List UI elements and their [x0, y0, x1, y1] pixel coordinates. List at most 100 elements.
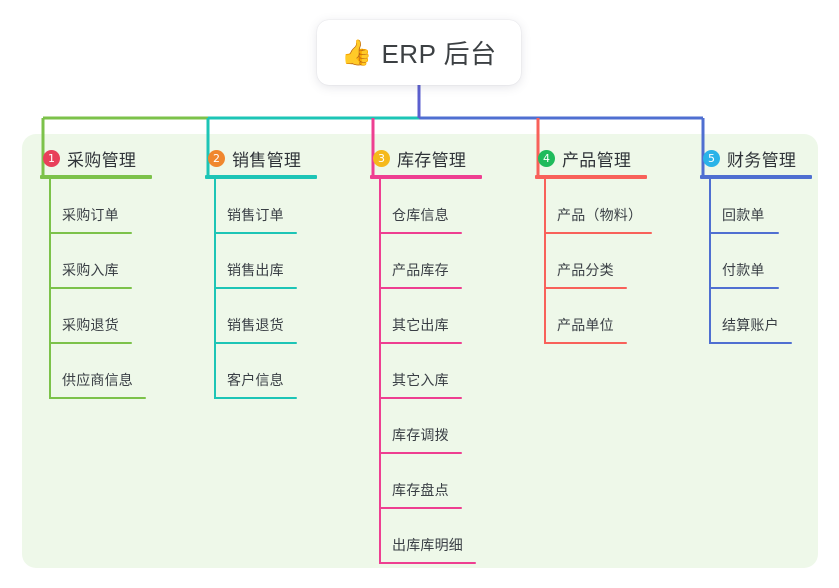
- branch-item-rule: [379, 342, 462, 344]
- branch-item-rule: [214, 232, 297, 234]
- branch-item-label: 采购退货: [62, 317, 119, 333]
- diagram-panel: [22, 134, 818, 568]
- branch-item-label: 销售出库: [227, 262, 284, 278]
- branch-item[interactable]: 结算账户: [700, 289, 812, 344]
- branch-header-1[interactable]: 1 采购管理: [40, 146, 152, 170]
- branch-column-1: 1 采购管理采购订单采购入库采购退货供应商信息: [40, 146, 152, 399]
- branch-item-rule: [214, 342, 297, 344]
- branch-title: 财务管理: [727, 150, 797, 170]
- branch-spine: [544, 179, 546, 344]
- branch-number-badge: 3: [373, 149, 390, 167]
- branch-item-label: 销售退货: [227, 317, 284, 333]
- branch-item-label: 其它出库: [392, 317, 449, 333]
- branch-item[interactable]: 产品（物料）: [535, 179, 652, 234]
- branch-item-label: 出库库明细: [392, 537, 463, 553]
- branch-item-rule: [709, 232, 779, 234]
- branch-item[interactable]: 库存盘点: [370, 454, 482, 509]
- branch-item-label: 库存盘点: [392, 482, 449, 498]
- branch-item-label: 库存调拨: [392, 427, 449, 443]
- branch-item-rule: [379, 397, 462, 399]
- branch-item[interactable]: 产品单位: [535, 289, 647, 344]
- branch-item-list: 销售订单销售出库销售退货客户信息: [205, 179, 317, 399]
- branch-spine: [379, 179, 381, 564]
- branch-column-5: 5 财务管理回款单付款单结算账户: [700, 146, 812, 344]
- branch-spine: [709, 179, 711, 344]
- branch-item-list: 采购订单采购入库采购退货供应商信息: [40, 179, 152, 399]
- branch-item[interactable]: 采购订单: [40, 179, 152, 234]
- branch-item-label: 回款单: [722, 207, 765, 223]
- branch-item-rule: [379, 562, 476, 564]
- branch-number-badge: 4: [538, 149, 555, 167]
- branch-item-rule: [544, 287, 627, 289]
- branch-item[interactable]: 销售订单: [205, 179, 317, 234]
- thumbs-up-icon: 👍: [341, 39, 373, 67]
- branch-item-label: 产品（物料）: [557, 207, 643, 223]
- branch-item[interactable]: 销售出库: [205, 234, 317, 289]
- branch-column-2: 2 销售管理销售订单销售出库销售退货客户信息: [205, 146, 317, 399]
- branch-item[interactable]: 采购退货: [40, 289, 152, 344]
- branch-item-list: 产品（物料） 产品分类产品单位: [535, 179, 652, 344]
- branch-item-label: 付款单: [722, 262, 765, 278]
- branch-item-rule: [214, 287, 297, 289]
- branch-item-rule: [709, 287, 779, 289]
- branch-header-3[interactable]: 3 库存管理: [370, 146, 482, 170]
- branch-item[interactable]: 其它出库: [370, 289, 482, 344]
- branch-item-label: 产品库存: [392, 262, 449, 278]
- branch-item-rule: [379, 232, 462, 234]
- branch-item[interactable]: 回款单: [700, 179, 812, 234]
- branch-item-label: 产品分类: [557, 262, 614, 278]
- branch-item-label: 其它入库: [392, 372, 449, 388]
- branch-item-label: 产品单位: [557, 317, 614, 333]
- branch-item-label: 销售订单: [227, 207, 284, 223]
- branch-header-4[interactable]: 4 产品管理: [535, 146, 647, 170]
- branch-item[interactable]: 仓库信息: [370, 179, 482, 234]
- branch-header-rule: [535, 175, 647, 179]
- branch-item[interactable]: 库存调拨: [370, 399, 482, 454]
- branch-item-rule: [214, 397, 297, 399]
- branch-item-label: 仓库信息: [392, 207, 449, 223]
- branch-item-label: 结算账户: [722, 317, 779, 333]
- branch-item[interactable]: 其它入库: [370, 344, 482, 399]
- branch-item-rule: [49, 287, 132, 289]
- branch-item-rule: [49, 342, 132, 344]
- branch-item[interactable]: 产品分类: [535, 234, 647, 289]
- branch-item[interactable]: 供应商信息: [40, 344, 152, 399]
- branch-number-badge: 2: [208, 149, 225, 167]
- branch-item[interactable]: 产品库存: [370, 234, 482, 289]
- branch-item-rule: [709, 342, 792, 344]
- branch-header-rule: [700, 175, 812, 179]
- branch-header-rule: [40, 175, 152, 179]
- branch-column-4: 4 产品管理产品（物料） 产品分类产品单位: [535, 146, 652, 344]
- branch-item-list: 回款单付款单结算账户: [700, 179, 812, 344]
- root-node[interactable]: 👍 ERP 后台: [317, 20, 521, 85]
- branch-item-label: 采购订单: [62, 207, 119, 223]
- branch-title: 库存管理: [397, 150, 467, 170]
- branch-number-badge: 1: [43, 149, 60, 167]
- branch-item-rule: [379, 507, 462, 509]
- branch-header-rule: [205, 175, 317, 179]
- branch-item[interactable]: 客户信息: [205, 344, 317, 399]
- branch-item-label: 客户信息: [227, 372, 284, 388]
- branch-item[interactable]: 采购入库: [40, 234, 152, 289]
- branch-item-label: 采购入库: [62, 262, 119, 278]
- branch-item[interactable]: 销售退货: [205, 289, 317, 344]
- branch-number-badge: 5: [703, 149, 720, 167]
- branch-item-rule: [544, 342, 627, 344]
- branch-item-list: 仓库信息产品库存其它出库其它入库库存调拨库存盘点出库库明细: [370, 179, 482, 564]
- branch-title: 销售管理: [232, 150, 302, 170]
- root-node-title: ERP 后台: [381, 39, 497, 69]
- branch-item-rule: [544, 232, 652, 234]
- branch-header-5[interactable]: 5 财务管理: [700, 146, 812, 170]
- branch-column-3: 3 库存管理仓库信息产品库存其它出库其它入库库存调拨库存盘点出库库明细: [370, 146, 482, 564]
- branch-item[interactable]: 付款单: [700, 234, 812, 289]
- branch-item[interactable]: 出库库明细: [370, 509, 482, 564]
- branch-spine: [49, 179, 51, 399]
- branch-header-2[interactable]: 2 销售管理: [205, 146, 317, 170]
- branch-title: 采购管理: [67, 150, 137, 170]
- branch-title: 产品管理: [562, 150, 632, 170]
- branch-item-rule: [49, 232, 132, 234]
- branch-header-rule: [370, 175, 482, 179]
- branch-item-rule: [379, 452, 462, 454]
- branch-item-label: 供应商信息: [62, 372, 133, 388]
